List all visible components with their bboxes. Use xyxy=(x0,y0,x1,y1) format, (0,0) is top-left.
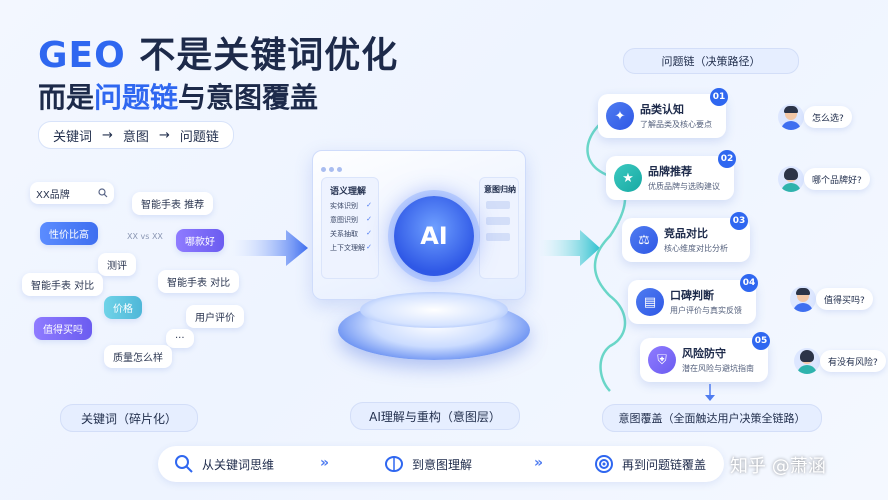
watermark: 知乎 @萧涵 xyxy=(730,456,826,477)
chat-icon: ▤ xyxy=(636,288,664,316)
step-number: 03 xyxy=(730,212,748,230)
step-number: 04 xyxy=(740,274,758,292)
intent-panel: 意图归纳 xyxy=(479,177,519,279)
question-bubble: 怎么选? xyxy=(804,106,852,128)
search-icon xyxy=(175,455,193,473)
ai-screen: 语义理解 实体识别✓ 意图识别✓ 关系抽取✓ 上下文理解✓ 意图归纳 xyxy=(312,150,526,300)
scale-icon: ⚖ xyxy=(630,226,658,254)
question-bubble: 哪个品牌好? xyxy=(804,168,870,190)
shield-icon: ⛨ xyxy=(648,346,676,374)
step-card: ✦ 品类认知 了解品类及核心要点 xyxy=(598,94,726,138)
keyword-chip: XX vs XX xyxy=(127,232,163,241)
ai-label: AI理解与重构（意图层） xyxy=(350,402,520,430)
keyword-chip: 价格 xyxy=(104,296,142,319)
semantic-panel: 语义理解 实体识别✓ 意图识别✓ 关系抽取✓ 上下文理解✓ xyxy=(321,177,379,279)
subtitle: 而是问题链与意图覆盖 xyxy=(38,81,319,114)
chain-path xyxy=(586,114,627,392)
bottom-bar: 从关键词思维 » 到意图理解 » 再到问题链覆盖 xyxy=(158,446,724,482)
keyword-chip: 性价比高 xyxy=(40,222,98,245)
keyword-chip: 智能手表 对比 xyxy=(22,273,104,296)
arrow-right-icon xyxy=(232,230,308,266)
keyword-chip: 智能手表 推荐 xyxy=(132,192,214,215)
question-bubble: 有没有风险? xyxy=(820,350,886,372)
step-number: 05 xyxy=(752,332,770,350)
intent-coverage-label: 意图覆盖（全面触达用户决策全链路） xyxy=(602,404,822,432)
ai-pedestal-top xyxy=(360,292,508,328)
star-icon: ★ xyxy=(614,164,642,192)
target-icon xyxy=(595,455,613,473)
main-title: GEO 不是关键词优化 xyxy=(38,35,399,76)
search-box: XX品牌 xyxy=(30,182,114,204)
avatar xyxy=(794,348,820,374)
bottom-item-label: 再到问题链覆盖 xyxy=(622,457,707,472)
keyword-chip: ··· xyxy=(166,329,194,348)
step-number: 02 xyxy=(718,150,736,168)
step-card: ★ 品牌推荐 优质品牌与选购建议 xyxy=(606,156,734,200)
ai-core: AI xyxy=(394,196,474,276)
arrow-down-icon xyxy=(705,384,715,401)
flow-tag: 关键词→意图→问题链 xyxy=(38,121,234,149)
avatar xyxy=(778,104,804,130)
compass-icon: ✦ xyxy=(606,102,634,130)
step-number: 01 xyxy=(710,88,728,106)
keyword-chip: 值得买吗 xyxy=(34,317,92,340)
keyword-chip: 智能手表 对比 xyxy=(158,270,240,293)
chevrons-icon: » xyxy=(534,455,544,471)
keyword-chip: 用户评价 xyxy=(186,305,244,328)
keyword-chip: 哪款好 xyxy=(176,229,224,252)
step-card: ⚖ 竞品对比 核心维度对比分析 xyxy=(622,218,750,262)
arrow-right-icon xyxy=(538,230,600,266)
bottom-item-label: 到意图理解 xyxy=(412,457,473,472)
keyword-chip: 测评 xyxy=(98,253,136,276)
question-chain-tag: 问题链（决策路径） xyxy=(623,48,799,74)
step-card: ▤ 口碑判断 用户评价与真实反馈 xyxy=(628,280,756,324)
brain-icon xyxy=(385,456,403,472)
bottom-item-label: 从关键词思维 xyxy=(202,457,275,472)
step-card: ⛨ 风险防守 潜在风险与避坑指南 xyxy=(640,338,768,382)
keyword-chip: 质量怎么样 xyxy=(104,345,172,368)
search-icon xyxy=(98,188,108,198)
question-bubble: 值得买吗? xyxy=(816,288,873,310)
chevrons-icon: » xyxy=(320,455,330,471)
avatar xyxy=(790,286,816,312)
keywords-label: 关键词（碎片化） xyxy=(60,404,198,432)
avatar xyxy=(778,166,804,192)
